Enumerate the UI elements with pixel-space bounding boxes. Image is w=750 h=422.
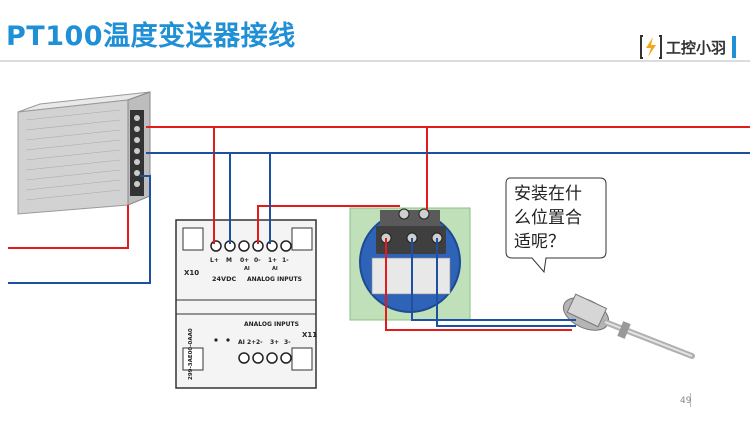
terminal-label: AI 2+ [238,339,256,346]
terminal-label: 0+ [240,257,249,264]
callout-bubble [505,177,607,274]
analog-inputs-label: ANALOG INPUTS [247,276,302,283]
terminal-label: 1+ [268,257,277,264]
callout-question: 安装在什 么位置合 适呢？ [514,184,582,252]
blue-wire [436,238,576,327]
terminal-label: M [226,257,232,264]
red-wire [8,205,129,249]
blue-wires [8,152,750,327]
terminal-label: 0- [254,257,261,264]
module-part-number: 299-3AE00-0AA0 [188,328,194,380]
page-number-divider [690,393,691,407]
ai-label: AI [272,266,278,272]
analog-inputs-bottom-label: ANALOG INPUTS [244,321,299,328]
page-title: PT100温度变送器接线 [6,21,296,52]
red-wire [385,238,572,331]
brand-accent-bar [732,36,737,58]
red-wires [8,126,750,331]
pt100-sensor [562,293,695,359]
terminal-label: L+ [210,257,219,264]
temperature-transmitter [349,207,471,321]
brand-name: 工控小羽 [666,38,727,57]
analog-module: X10 X11 L+ M 0+ 0- 1+ 1- AI AI 24VDC ANA… [175,219,317,389]
terminal-label: 2- [256,339,263,346]
blue-wire [411,238,576,321]
terminal-label: 1- [282,257,289,264]
terminal-label: 3- [284,339,291,346]
brand-logo: 工控小羽 [640,34,737,60]
terminal-label: 3+ [270,339,279,346]
ai-label: AI [244,266,250,272]
module-top-label: X10 [184,269,199,277]
module-bottom-label: X11 [302,331,317,339]
lightning-bolt-icon [640,35,662,59]
title-divider [0,60,750,62]
page-number: 49 [680,396,692,406]
blue-wire [8,175,151,284]
red-wire [257,205,400,244]
power-supply [17,91,151,215]
supply-label: 24VDC [212,275,236,283]
